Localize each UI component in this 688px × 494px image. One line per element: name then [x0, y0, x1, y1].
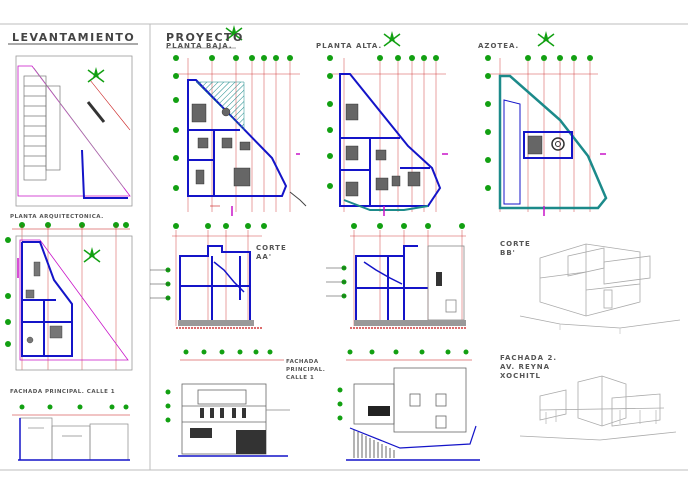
corte-bb-label: CORTE BB'	[500, 240, 531, 257]
azotea-plan	[485, 30, 608, 216]
fachada-principal	[165, 349, 290, 457]
fachada-principal-left	[12, 404, 130, 461]
planta-baja-label: PLANTA BAJA.	[166, 42, 233, 50]
planta-arquitectonica-label: PLANTA ARQUITECTONICA.	[10, 214, 104, 220]
planta-arquitectonica	[5, 222, 133, 371]
planta-baja	[173, 24, 307, 216]
sheet-frame	[0, 23, 688, 471]
proyecto-title: PROYECTO	[166, 31, 244, 44]
azotea-label: AZOTEA.	[478, 42, 520, 50]
corte-aa	[150, 223, 267, 329]
perspective-top	[519, 243, 681, 334]
corte-aa-label: CORTE AA'	[256, 244, 287, 261]
planta-alta	[327, 30, 448, 216]
fachada-principal-label: FACHADA PRINCIPAL. CALLE 1	[286, 359, 326, 381]
perspective-bottom	[519, 375, 677, 441]
levantamiento-title: LEVANTAMIENTO	[12, 31, 136, 44]
planta-alta-label: PLANTA ALTA.	[316, 42, 383, 50]
fachada-2	[337, 349, 480, 461]
levantamiento-plan	[15, 55, 133, 207]
fachada-2-label: FACHADA 2. AV. REYNA XOCHITL	[500, 354, 558, 380]
fachada-principal-calle1-label: FACHADA PRINCIPAL. CALLE 1	[10, 389, 116, 395]
corte-bb	[326, 223, 466, 329]
